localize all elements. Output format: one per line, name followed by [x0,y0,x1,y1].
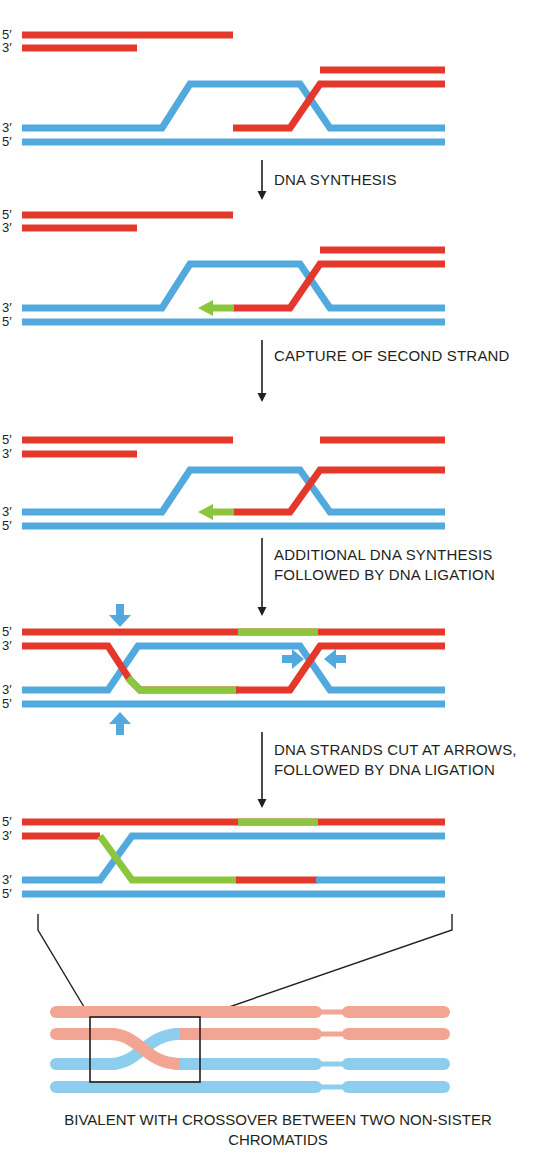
cut-arrow [324,649,346,669]
strand-end-label: 5′ [2,28,22,42]
dna-strand [320,67,445,74]
chromatid-arm [170,1058,322,1070]
dna-strand [22,225,137,232]
strand-end-label: 5′ [2,433,22,447]
centromere [318,1085,346,1090]
dna-strand [233,264,445,308]
dna-strand [320,437,445,444]
dna-strand [316,877,445,884]
step-arrowhead [258,393,267,402]
dna-strand [233,470,445,512]
synthesis-arrowhead [198,504,213,520]
new-dna-synthesis [238,819,318,826]
strand-end-label: 3′ [2,221,22,235]
new-dna-synthesis [128,678,238,690]
strand-end-label: 5′ [2,625,22,639]
strand-end-label: 3′ [2,447,22,461]
strand-end-label: 3′ [2,683,22,697]
strand-end-label: 5′ [2,815,22,829]
dna-strand [320,247,445,254]
cut-arrow [109,604,131,627]
dna-strand [22,437,233,444]
dna-strand [22,45,137,52]
dna-strand [22,891,445,898]
new-dna-synthesis [212,305,234,312]
dna-strand [22,470,445,512]
dna-strand [22,836,445,880]
strand-end-label: 3′ [2,829,22,843]
cut-arrow [109,712,131,735]
strand-end-label: 3′ [2,873,22,887]
step-label: DNA SYNTHESIS [274,170,544,190]
chromatid-arm [342,1058,450,1070]
crossover [110,1034,180,1064]
step-arrow [261,538,263,608]
dna-strand [22,451,137,458]
new-dna-synthesis [238,629,318,636]
dna-strand [22,646,238,690]
new-dna-synthesis [212,509,234,516]
new-dna-synthesis [100,836,238,880]
dna-strand [233,84,445,128]
step-arrowhead [258,607,267,616]
step-arrow [261,160,263,192]
dna-strand [22,319,445,326]
centromere [318,1062,346,1067]
centromere [318,1010,346,1015]
strand-end-label: 3′ [2,505,22,519]
chromatid-arm [50,1058,120,1070]
strand-end-label: 5′ [2,315,22,329]
dna-strand [22,833,100,840]
chromatid-arm [50,1081,322,1093]
step-arrow [261,340,263,394]
chromatid-arm [170,1028,322,1040]
zoom-bracket [38,914,452,1017]
synthesis-arrowhead [198,300,213,316]
step-arrow [261,732,263,800]
strand-end-label: 5′ [2,887,22,901]
strand-end-label: 3′ [2,301,22,315]
centromere [318,1032,346,1037]
crossover [110,1034,180,1064]
dna-strand [22,701,445,708]
strand-end-label: 5′ [2,697,22,711]
dna-strand [22,84,445,128]
strand-end-label: 5′ [2,519,22,533]
dna-strand [236,646,445,690]
chromatid-arm [50,1028,120,1040]
dna-strand [22,212,233,219]
dna-strand [236,877,318,884]
dna-strand [22,629,445,636]
dna-strand [22,646,445,690]
dna-strand [22,819,445,826]
chromatid-arm [342,1006,450,1018]
zoom-box [90,1017,200,1082]
dna-strand [22,264,445,308]
step-arrowhead [258,191,267,200]
step-label: DNA STRANDS CUT AT ARROWS, FOLLOWED BY D… [274,740,544,780]
dna-strand [22,32,233,39]
step-label: ADDITIONAL DNA SYNTHESIS FOLLOWED BY DNA… [274,545,544,585]
strand-end-label: 3′ [2,121,22,135]
dna-strand [22,523,445,530]
chromatid-arm [342,1081,450,1093]
step-arrowhead [258,799,267,808]
figure-caption: BIVALENT WITH CROSSOVER BETWEEN TWO NON-… [40,1110,516,1150]
strand-end-label: 5′ [2,135,22,149]
strand-end-label: 5′ [2,208,22,222]
step-label: CAPTURE OF SECOND STRAND [274,346,544,366]
chromatid-arm [342,1028,450,1040]
cut-arrow [282,649,304,669]
strand-end-label: 3′ [2,639,22,653]
dna-strand [22,139,445,146]
strand-end-label: 3′ [2,41,22,55]
